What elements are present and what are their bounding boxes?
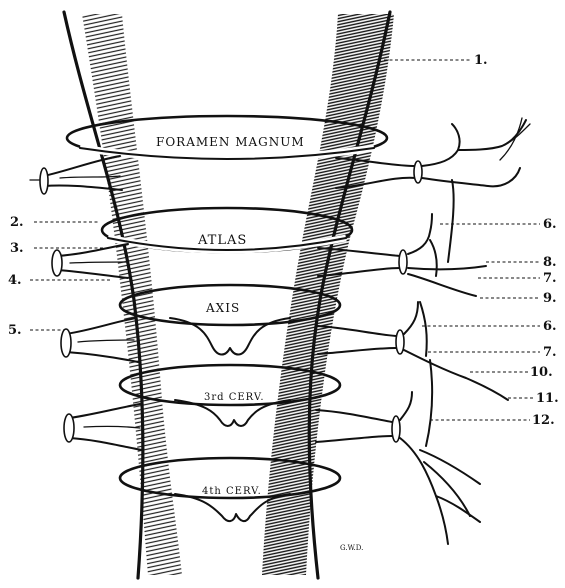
callout-right-8: 8. xyxy=(543,255,557,270)
callout-right-7b: 7. xyxy=(543,345,557,360)
left-nerve-4 xyxy=(64,404,142,450)
artist-signature: G.W.D. xyxy=(340,544,363,552)
callout-right-12: 12. xyxy=(532,413,555,428)
callout-left-5: 5. xyxy=(8,323,22,338)
label-3rd-cerv: 3rd CERV. xyxy=(204,392,265,403)
callout-left-4: 4. xyxy=(8,273,22,288)
callout-right-6a: 6. xyxy=(543,217,557,232)
label-foramen-magnum: FORAMEN MAGNUM xyxy=(156,135,305,149)
callout-right-9: 9. xyxy=(543,291,557,306)
callout-right-6b: 6. xyxy=(543,319,557,334)
callout-right-10: 10. xyxy=(530,365,553,380)
label-4th-cerv: 4th CERV. xyxy=(202,486,262,497)
callout-right-7a: 7. xyxy=(543,271,557,286)
callout-right-1: 1. xyxy=(474,53,488,68)
label-axis: AXIS xyxy=(205,301,240,315)
callout-left-2: 2. xyxy=(10,215,24,230)
label-atlas: ATLAS xyxy=(197,233,247,248)
callout-right-11: 11. xyxy=(536,391,559,406)
callout-left-3: 3. xyxy=(10,241,24,256)
right-nerve-3 xyxy=(318,302,508,400)
